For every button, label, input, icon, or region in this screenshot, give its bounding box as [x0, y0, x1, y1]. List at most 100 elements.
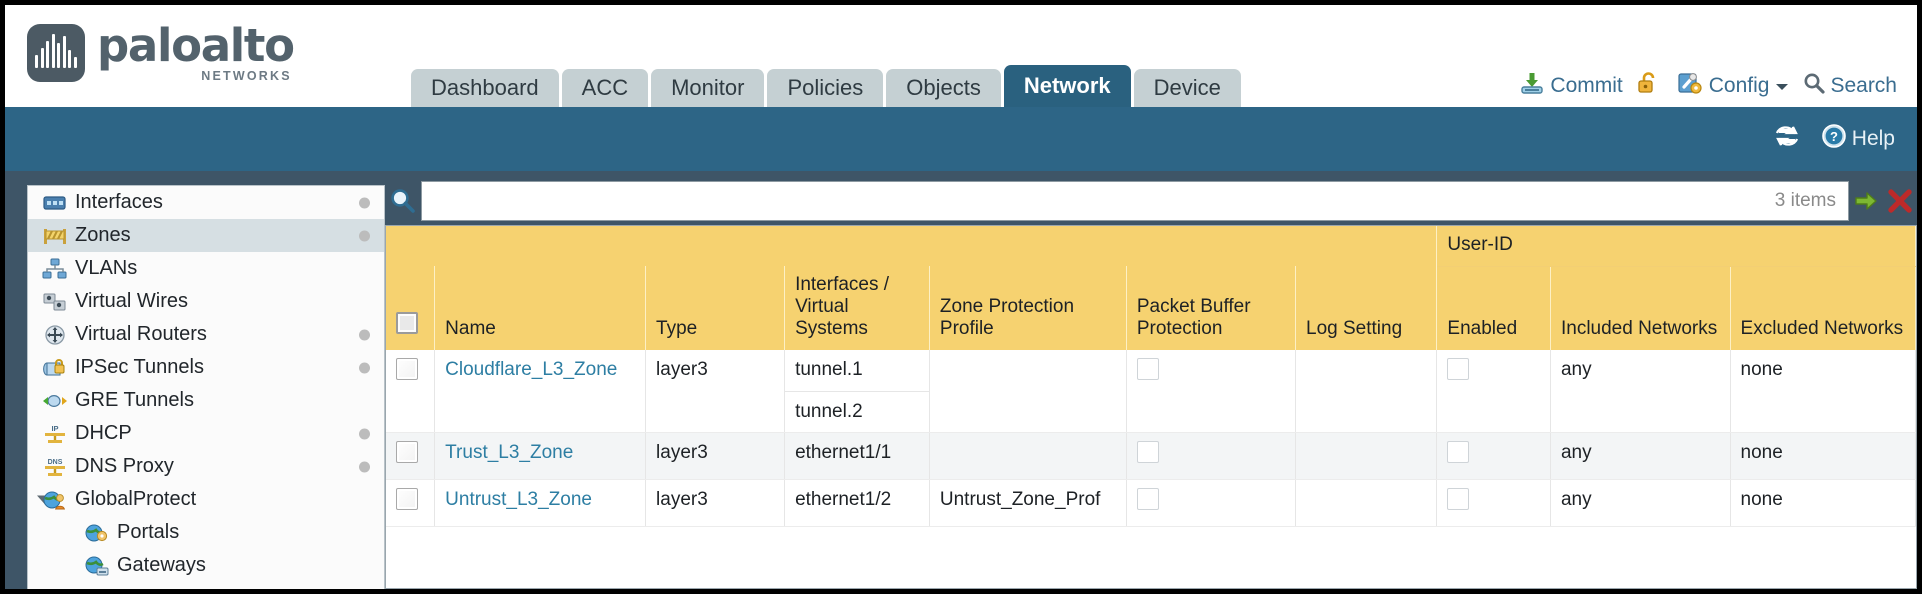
- nav-tab-label: Objects: [906, 75, 981, 100]
- green-arrow-apply-icon: [1855, 192, 1877, 210]
- zone-name-link[interactable]: Trust_L3_Zone: [445, 442, 574, 464]
- sidebar-item-label: GlobalProtect: [75, 488, 197, 510]
- row-select-cell[interactable]: [386, 349, 436, 434]
- nav-tab-monitor[interactable]: Monitor: [651, 69, 765, 107]
- content-panel: 3 items: [385, 171, 1917, 589]
- col-header-type[interactable]: Type: [645, 266, 786, 350]
- cell-interfaces: ethernet1/1: [784, 432, 930, 480]
- sidebar-item-status-dot[interactable]: [359, 428, 370, 439]
- config-icon: [1678, 71, 1704, 101]
- cell-userid-enabled[interactable]: [1436, 432, 1551, 480]
- col-header-userid-enabled[interactable]: Enabled: [1436, 266, 1551, 350]
- row-select-checkbox[interactable]: [396, 357, 418, 380]
- sidebar-item-virtual-wires[interactable]: Virtual Wires: [28, 285, 384, 318]
- row-select-cell[interactable]: [386, 479, 436, 527]
- nav-tab-acc[interactable]: ACC: [561, 69, 649, 107]
- packet-buffer-protection-checkbox[interactable]: [1136, 441, 1159, 464]
- cell-included-networks: any: [1550, 432, 1731, 480]
- cell-interfaces: ethernet1/2: [784, 479, 930, 527]
- config-menu-button[interactable]: Config: [1678, 71, 1790, 101]
- svg-text:?: ?: [1830, 129, 1838, 144]
- userid-enabled-checkbox[interactable]: [1447, 487, 1470, 510]
- sidebar-item-gateways[interactable]: Gateways: [28, 549, 384, 582]
- cell-zone-protection-profile: [929, 432, 1127, 480]
- cell-packet-buffer-protection[interactable]: [1126, 349, 1297, 434]
- packet-buffer-protection-checkbox[interactable]: [1136, 357, 1159, 380]
- unlock-icon: [1637, 71, 1659, 101]
- help-label: Help: [1851, 127, 1895, 150]
- nav-tab-network[interactable]: Network: [1003, 65, 1131, 107]
- nav-tab-policies[interactable]: Policies: [767, 69, 884, 107]
- group-header-spacer: [386, 226, 1438, 267]
- chevron-down-icon: [1775, 74, 1789, 98]
- nav-tab-objects[interactable]: Objects: [886, 69, 1001, 107]
- sidebar-item-virtual-routers[interactable]: Virtual Routers: [28, 318, 384, 351]
- userid-enabled-checkbox[interactable]: [1447, 441, 1470, 464]
- zones-table-head: User-ID Name Type Interfaces / Virtual S…: [386, 226, 1916, 350]
- sidebar-item-portals[interactable]: Portals: [28, 516, 384, 549]
- paloalto-logo-mark: [27, 23, 85, 82]
- sidebar-item-ipsec-tunnels[interactable]: IPSec Tunnels: [28, 351, 384, 384]
- userid-enabled-checkbox[interactable]: [1447, 357, 1470, 380]
- zone-name-link[interactable]: Untrust_L3_Zone: [445, 488, 592, 510]
- col-header-excluded-networks[interactable]: Excluded Networks: [1730, 266, 1916, 350]
- nav-tab-dashboard[interactable]: Dashboard: [411, 69, 559, 107]
- row-select-cell[interactable]: [386, 432, 436, 480]
- row-select-checkbox[interactable]: [396, 441, 418, 464]
- refresh-button[interactable]: [1773, 124, 1801, 154]
- apply-filter-button[interactable]: [1849, 181, 1883, 221]
- packet-buffer-protection-checkbox[interactable]: [1136, 487, 1159, 510]
- sidebar-item-label: IPSec Tunnels: [75, 356, 204, 378]
- cell-userid-enabled[interactable]: [1436, 349, 1551, 434]
- gre-tunnels-icon: [42, 390, 68, 412]
- cell-userid-enabled[interactable]: [1436, 479, 1551, 527]
- sidebar-item-gre-tunnels[interactable]: GRE Tunnels: [28, 384, 384, 417]
- search-label: Search: [1830, 74, 1897, 97]
- sidebar-item-status-dot[interactable]: [359, 197, 370, 208]
- zone-name-link[interactable]: Cloudflare_L3_Zone: [445, 358, 618, 380]
- sidebar-item-label: Portals: [117, 521, 180, 543]
- col-header-log-setting[interactable]: Log Setting: [1295, 266, 1438, 350]
- col-header-packet-buffer-protection[interactable]: Packet Buffer Protection: [1126, 266, 1297, 350]
- sidebar-item-zones[interactable]: Zones: [28, 219, 384, 252]
- cell-packet-buffer-protection[interactable]: [1126, 479, 1297, 527]
- sidebar-item-status-dot[interactable]: [359, 329, 370, 340]
- column-header-row: Name Type Interfaces / Virtual Systems Z…: [386, 266, 1916, 350]
- help-button[interactable]: ? Help: [1821, 123, 1895, 155]
- search-box[interactable]: 3 items: [421, 181, 1849, 221]
- red-x-clear-icon: [1888, 189, 1912, 213]
- select-all-checkbox[interactable]: [396, 312, 418, 335]
- sidebar-item-vlans[interactable]: VLANs: [28, 252, 384, 285]
- sidebar-item-status-dot[interactable]: [359, 230, 370, 241]
- sidebar-item-globalprotect[interactable]: GlobalProtect: [28, 483, 384, 516]
- sidebar-item-dhcp[interactable]: IP DHCP: [28, 417, 384, 450]
- sidebar-item-status-dot[interactable]: [359, 461, 370, 472]
- vlans-icon: [42, 258, 68, 280]
- cell-excluded-networks: none: [1730, 349, 1916, 434]
- search-button[interactable]: Search: [1803, 72, 1897, 100]
- sidebar-item-interfaces[interactable]: Interfaces: [28, 186, 384, 219]
- brand-tagline: NETWORKS: [201, 69, 292, 83]
- col-header-included-networks[interactable]: Included Networks: [1550, 266, 1731, 350]
- nav-tab-device[interactable]: Device: [1133, 69, 1241, 107]
- sidebar-item-status-dot[interactable]: [359, 362, 370, 373]
- search-filter-icon-button[interactable]: [385, 187, 421, 215]
- col-header-name[interactable]: Name: [434, 266, 647, 350]
- unlock-button[interactable]: [1637, 71, 1664, 101]
- select-all-header[interactable]: [386, 266, 436, 350]
- sidebar-item-dns-proxy[interactable]: DNS DNS Proxy: [28, 450, 384, 483]
- clear-filter-button[interactable]: [1883, 181, 1917, 221]
- network-sidebar: Interfaces Zones VLANs Virtual Wires Vir…: [27, 185, 385, 589]
- col-header-interfaces[interactable]: Interfaces / Virtual Systems: [784, 266, 930, 350]
- commit-button[interactable]: Commit: [1519, 71, 1623, 101]
- col-header-zone-protection-profile[interactable]: Zone Protection Profile: [929, 266, 1127, 350]
- row-select-checkbox[interactable]: [396, 487, 418, 510]
- search-input[interactable]: [434, 189, 1767, 213]
- brand-logo[interactable]: paloalto NETWORKS: [27, 23, 295, 83]
- cell-packet-buffer-protection[interactable]: [1126, 432, 1297, 480]
